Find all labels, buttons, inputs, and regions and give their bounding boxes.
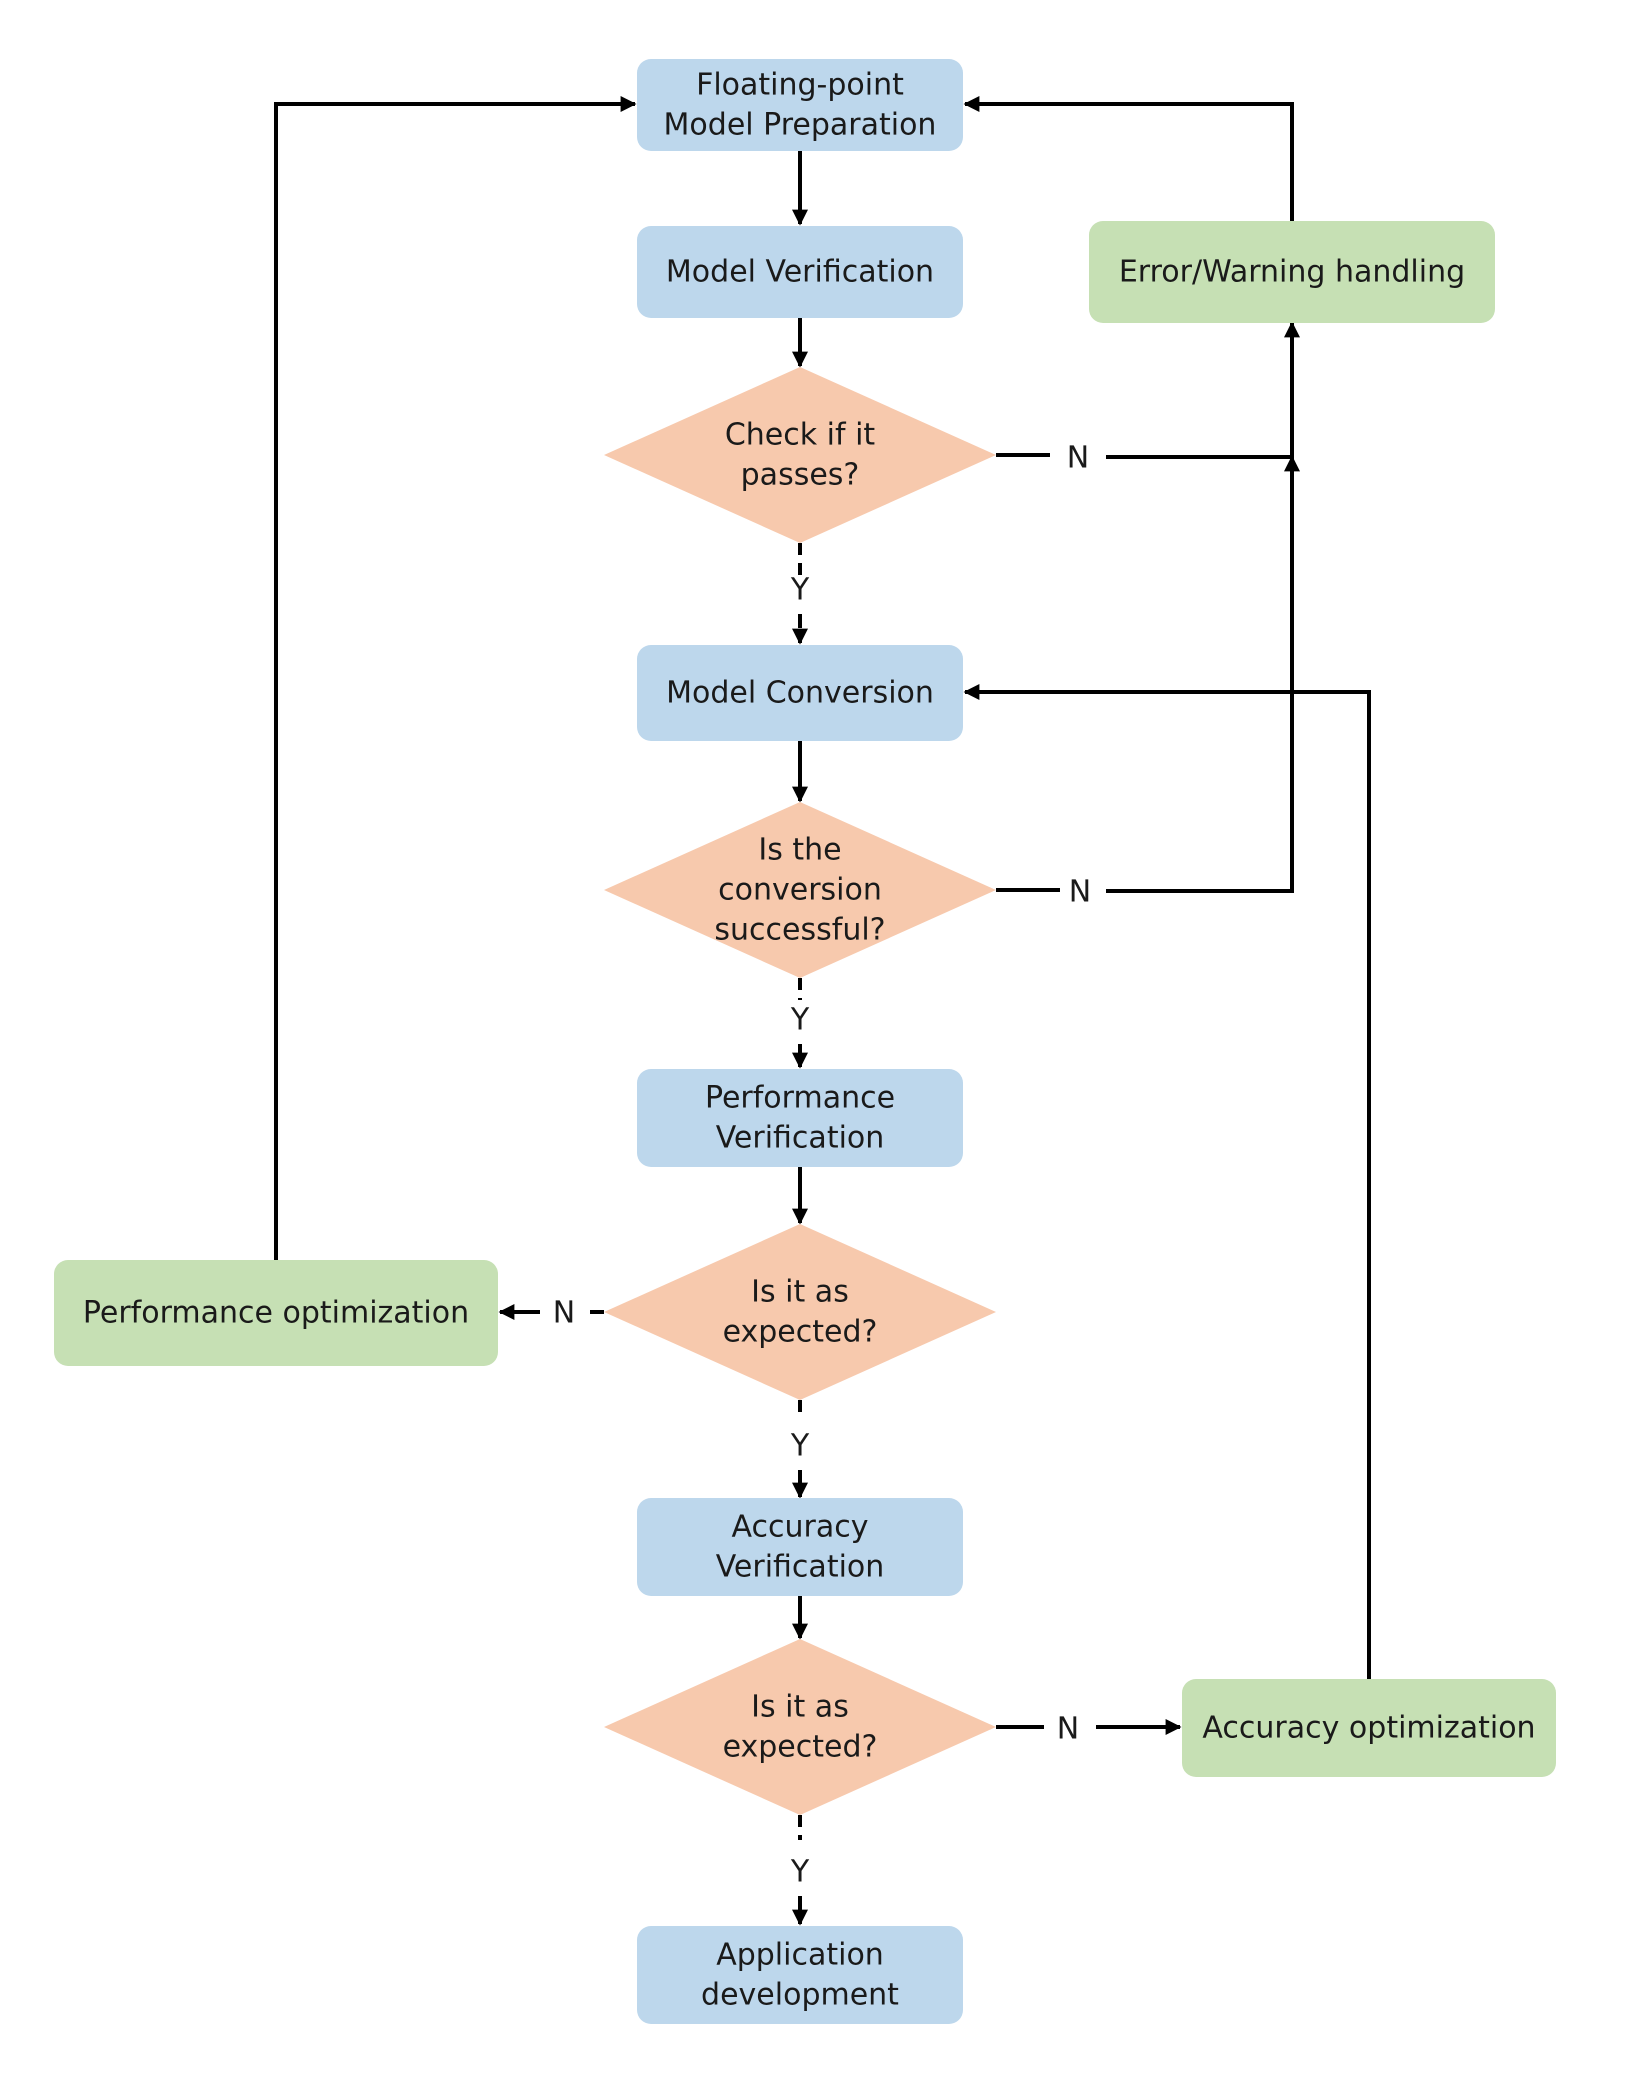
node-conversion: Model Conversion xyxy=(637,645,963,741)
node-model-verif: Model Verification xyxy=(637,226,963,318)
action-box xyxy=(1182,1679,1556,1777)
process-box xyxy=(637,59,963,151)
node-error: Error/Warning handling xyxy=(1089,221,1495,323)
node-label-line: Application xyxy=(716,1938,884,1973)
edge-label: Y xyxy=(790,573,810,608)
edge-label: Y xyxy=(790,1003,810,1038)
node-label-line: Performance xyxy=(705,1081,895,1116)
edges-layer xyxy=(274,96,1371,1926)
node-label-line: Check if it xyxy=(725,418,876,453)
decision-diamond xyxy=(604,1224,996,1400)
node-label-line: Error/Warning handling xyxy=(1119,255,1465,290)
node-label-line: Model Conversion xyxy=(666,676,934,711)
node-label-line: Model Preparation xyxy=(664,108,937,143)
edge-segment xyxy=(1106,321,1300,459)
edge-label: Y xyxy=(790,1855,810,1890)
process-box xyxy=(637,1069,963,1167)
process-box xyxy=(637,645,963,741)
node-check-pass: Check if it passes? xyxy=(604,367,996,543)
node-label-line: Is it as xyxy=(751,1275,849,1310)
edge-conv-ok-to-error xyxy=(996,455,1300,893)
node-label-line: development xyxy=(701,1978,899,2013)
edge-label: N xyxy=(1067,441,1089,476)
edge-label: N xyxy=(553,1296,575,1331)
node-label-line: conversion xyxy=(718,873,882,908)
process-box xyxy=(637,1926,963,2024)
node-label-line: successful? xyxy=(714,913,885,948)
node-label-line: Is it as xyxy=(751,1690,849,1725)
node-label-line: Verification xyxy=(716,1550,885,1585)
edge-check-pass-to-error xyxy=(996,321,1300,459)
edge-line xyxy=(963,684,1371,1679)
action-box xyxy=(1089,221,1495,323)
node-label-line: expected? xyxy=(723,1315,878,1350)
node-label-line: Model Verification xyxy=(666,255,934,290)
node-perf-opt: Performance optimization xyxy=(54,1260,498,1366)
edge-labels-layer: Y N Y N Y N Y N xyxy=(553,441,1091,1890)
edge-perf-opt-to-prep xyxy=(274,96,637,1260)
decision-diamond xyxy=(604,802,996,978)
edge-label: N xyxy=(1069,875,1091,910)
edge-error-to-prep xyxy=(963,96,1294,221)
node-label-line: Floating-point xyxy=(696,68,904,103)
edge-line xyxy=(274,96,637,1260)
node-acc-ok: Is it as expected? xyxy=(604,1639,996,1815)
edge-acc-opt-to-conversion xyxy=(963,684,1371,1679)
edge-label: N xyxy=(1057,1712,1079,1747)
decision-diamond xyxy=(604,367,996,543)
edge-segment xyxy=(1106,455,1300,893)
node-label-line: passes? xyxy=(741,458,860,493)
edge-label: Y xyxy=(790,1429,810,1464)
node-app-dev: Application development xyxy=(637,1926,963,2024)
process-box xyxy=(637,226,963,318)
decision-diamond xyxy=(604,1639,996,1815)
node-label-line: Verification xyxy=(716,1121,885,1156)
node-label-line: Accuracy xyxy=(732,1510,869,1545)
action-box xyxy=(54,1260,498,1366)
process-box xyxy=(637,1498,963,1596)
edge-line xyxy=(963,96,1294,221)
node-perf-ok: Is it as expected? xyxy=(604,1224,996,1400)
node-acc-opt: Accuracy optimization xyxy=(1182,1679,1556,1777)
node-conv-ok: Is the conversion successful? xyxy=(604,802,996,978)
node-label-line: Is the xyxy=(758,833,841,868)
node-label-line: Performance optimization xyxy=(83,1296,469,1331)
node-label-line: expected? xyxy=(723,1730,878,1765)
node-label-line: Accuracy optimization xyxy=(1202,1711,1535,1746)
